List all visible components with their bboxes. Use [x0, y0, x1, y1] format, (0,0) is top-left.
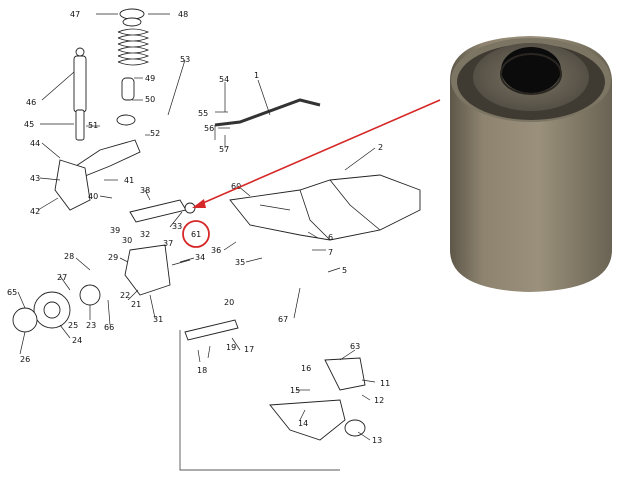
callout-7: 7: [328, 248, 333, 257]
callout-1: 1: [254, 71, 259, 80]
callout-28: 28: [64, 252, 74, 261]
callout-labels: 47 48 49 50 46 45 51 52 53 54 55 56 57 1…: [7, 10, 390, 445]
callout-14: 14: [298, 419, 308, 428]
callout-44: 44: [30, 139, 40, 148]
callout-43: 43: [30, 174, 40, 183]
callout-32: 32: [140, 230, 150, 239]
callout-2: 2: [378, 143, 383, 152]
callout-31: 31: [153, 315, 163, 324]
callout-60: 60: [231, 182, 241, 191]
callout-33: 33: [172, 222, 182, 231]
callout-25: 25: [68, 321, 78, 330]
callout-12: 12: [374, 396, 384, 405]
callout-17: 17: [244, 345, 254, 354]
callout-27: 27: [57, 273, 67, 282]
callout-41: 41: [124, 176, 134, 185]
callout-13: 13: [372, 436, 382, 445]
callout-50: 50: [145, 95, 155, 104]
callout-37: 37: [163, 239, 173, 248]
callout-21: 21: [131, 300, 141, 309]
part-outlines: [12, 8, 421, 441]
callout-19: 19: [226, 343, 236, 352]
callout-48: 48: [178, 10, 188, 19]
callout-5: 5: [342, 266, 347, 275]
callout-56: 56: [204, 124, 214, 133]
callout-35: 35: [235, 258, 245, 267]
callout-36: 36: [211, 246, 221, 255]
callout-29: 29: [108, 253, 118, 262]
bushing-photo: [450, 36, 612, 292]
callout-55: 55: [198, 109, 208, 118]
callout-61: 61: [191, 230, 201, 239]
callout-23: 23: [86, 321, 96, 330]
callout-11: 11: [380, 379, 390, 388]
callout-16: 16: [301, 364, 311, 373]
callout-15: 15: [290, 386, 300, 395]
highlight-circle-61: [182, 220, 210, 248]
callout-57: 57: [219, 145, 229, 154]
callout-42: 42: [30, 207, 40, 216]
callout-18: 18: [197, 366, 207, 375]
callout-34: 34: [195, 253, 205, 262]
callout-24: 24: [72, 336, 82, 345]
callout-49: 49: [145, 74, 155, 83]
callout-6: 6: [328, 233, 333, 242]
leader-lines: [17, 13, 376, 471]
callout-38: 38: [140, 186, 150, 195]
callout-66: 66: [104, 323, 114, 332]
callout-67: 67: [278, 315, 288, 324]
callout-39: 39: [110, 226, 120, 235]
red-pointer-arrow: [192, 99, 441, 208]
callout-51: 51: [88, 121, 98, 130]
callout-47: 47: [70, 10, 80, 19]
callout-45: 45: [24, 120, 34, 129]
callout-53: 53: [180, 55, 190, 64]
callout-30: 30: [122, 236, 132, 245]
callout-54: 54: [219, 75, 229, 84]
callout-52: 52: [150, 129, 160, 138]
callout-63: 63: [350, 342, 360, 351]
callout-40: 40: [88, 192, 98, 201]
callout-20: 20: [224, 298, 234, 307]
callout-22: 22: [120, 291, 130, 300]
callout-65: 65: [7, 288, 17, 297]
callout-46: 46: [26, 98, 36, 107]
callout-26: 26: [20, 355, 30, 364]
